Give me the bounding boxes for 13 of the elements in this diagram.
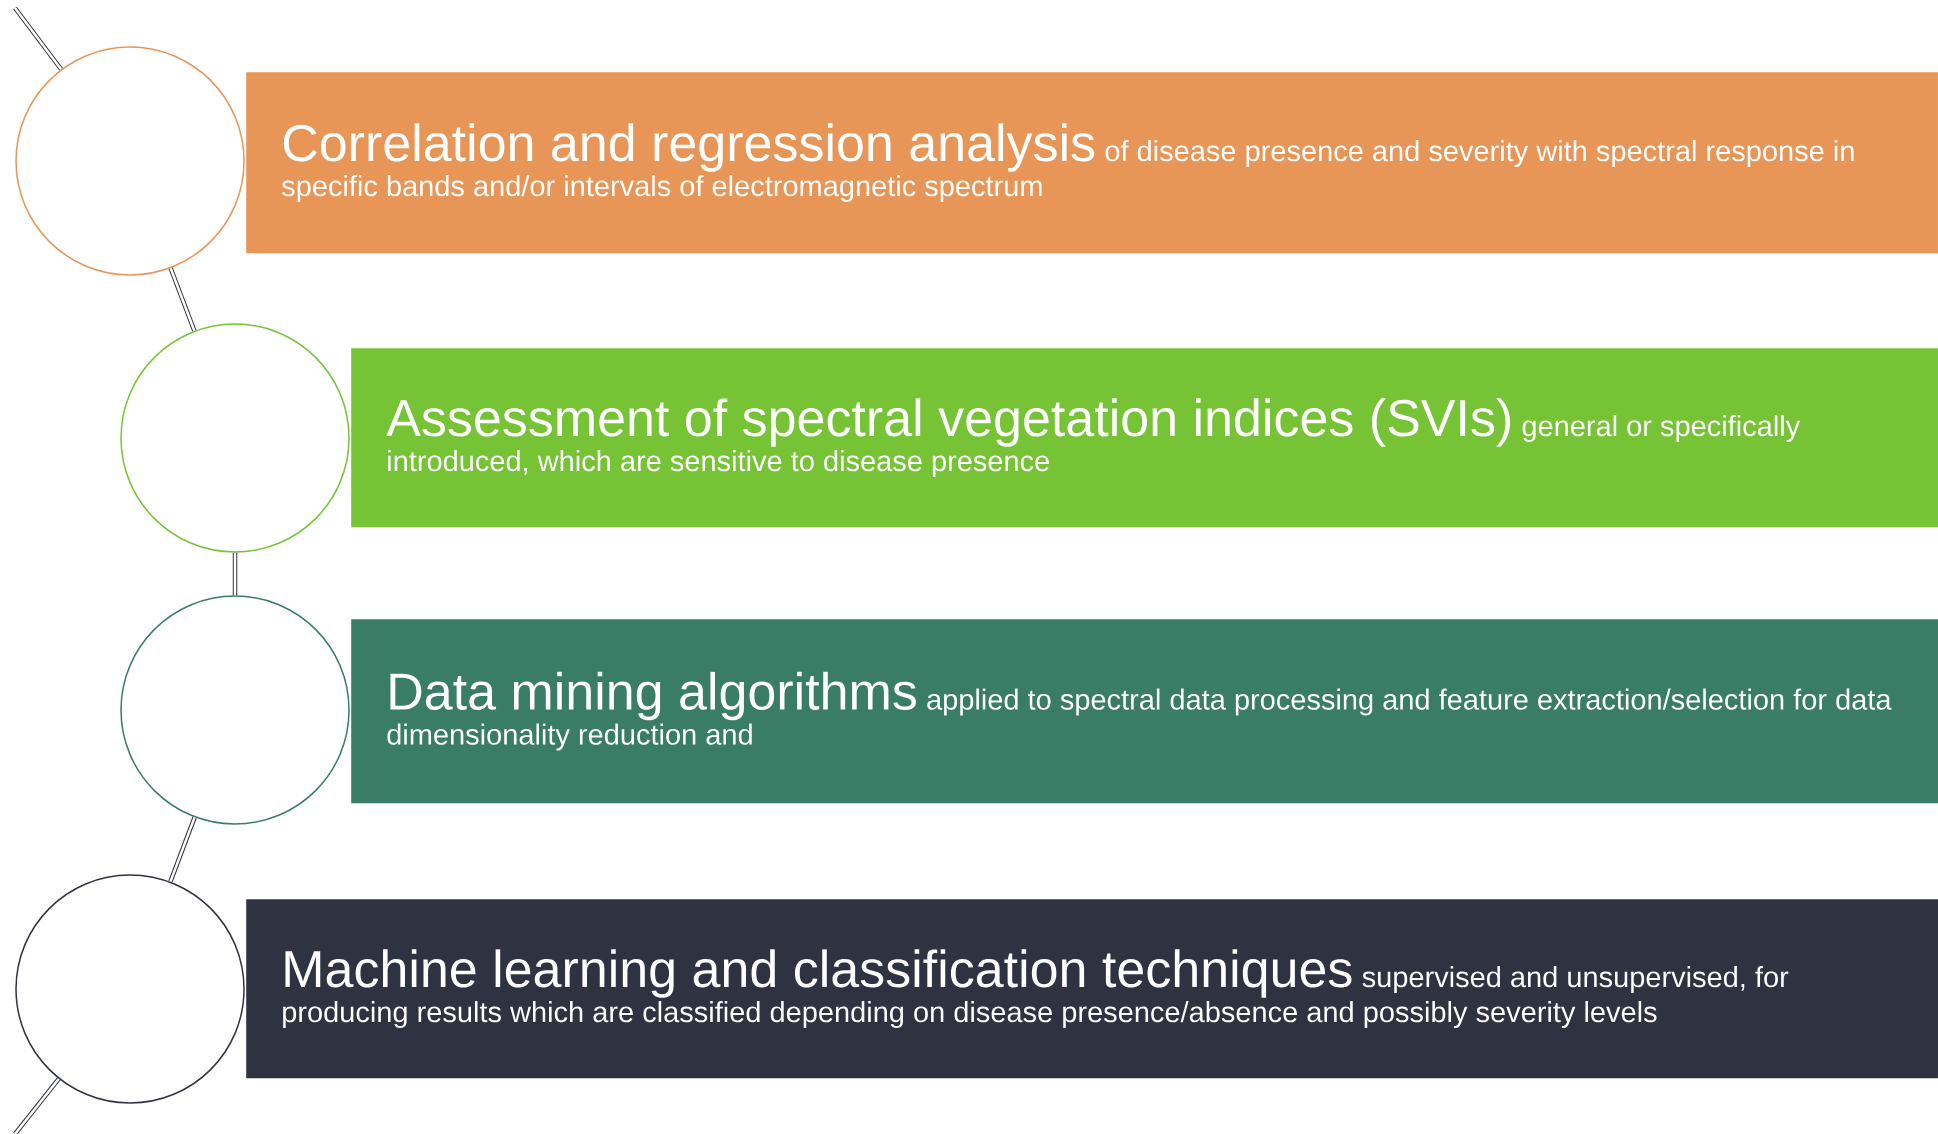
step-circle (120, 595, 350, 825)
step-circle (15, 46, 245, 276)
step-band: Machine learning and classification techniques supervised and unsupervised, for producing results which are classified depending on disease presence/absence and possibly severity levels (246, 899, 1938, 1079)
connector-line (168, 267, 197, 332)
step-band: Correlation and regression analysis of disease presence and severity with spectral response in specific bands and/or intervals of electromagnetic spectrum (246, 72, 1938, 254)
connector-line (232, 552, 238, 596)
step-circle (120, 323, 350, 553)
step-band: Assessment of spectral vegetation indices (SVIs) general or specifically introduced, which are sensitive to disease presence (351, 348, 1938, 528)
connector-line (13, 1077, 61, 1134)
step-band: Data mining algorithms applied to spectral data processing and feature extraction/selection for data dimensionality reduction and (351, 619, 1938, 804)
connector-line (13, 6, 63, 71)
connector-line (168, 816, 197, 883)
step-circle (15, 874, 245, 1104)
